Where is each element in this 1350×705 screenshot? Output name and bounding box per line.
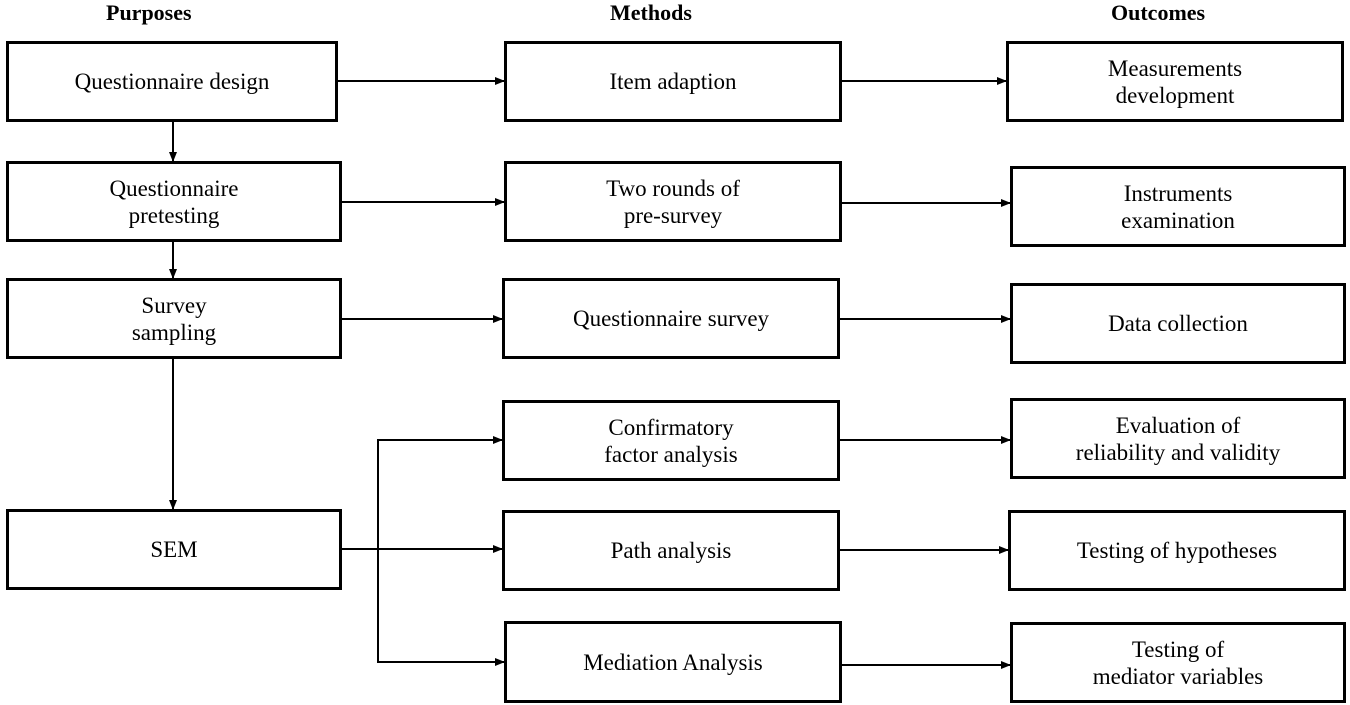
method-path-analysis: Path analysis	[502, 510, 840, 591]
method-confirmatory-factor-analysis-label: Confirmatory factor analysis	[604, 414, 738, 467]
outcome-testing-hypotheses: Testing of hypotheses	[1008, 510, 1346, 591]
outcome-reliability-validity: Evaluation of reliability and validity	[1010, 398, 1346, 479]
header-outcomes: Outcomes	[1111, 0, 1206, 25]
outcome-measurements-development: Measurements development	[1006, 41, 1344, 122]
outcome-data-collection: Data collection	[1010, 283, 1346, 364]
outcome-instruments-examination-label: Instruments examination	[1121, 180, 1235, 233]
outcome-testing-mediator-variables: Testing of mediator variables	[1010, 622, 1346, 703]
method-item-adaption: Item adaption	[504, 41, 842, 122]
outcome-data-collection-label: Data collection	[1108, 311, 1248, 336]
arrow-sem-to-cfa	[377, 436, 503, 549]
outcome-reliability-validity-label: Evaluation of reliability and validity	[1075, 412, 1281, 465]
outcome-instruments-examination: Instruments examination	[1010, 166, 1346, 247]
purpose-survey-sampling: Survey sampling	[6, 278, 342, 359]
method-questionnaire-survey: Questionnaire survey	[502, 278, 840, 359]
method-item-adaption-label: Item adaption	[609, 69, 737, 94]
method-confirmatory-factor-analysis: Confirmatory factor analysis	[502, 400, 840, 481]
outcome-testing-hypotheses-label: Testing of hypotheses	[1076, 538, 1278, 563]
method-pre-survey: Two rounds of pre-survey	[504, 161, 842, 242]
outcome-testing-mediator-variables-label: Testing of mediator variables	[1092, 636, 1264, 689]
purpose-questionnaire-pretesting-label: Questionnaire pretesting	[109, 175, 239, 228]
method-pre-survey-label: Two rounds of pre-survey	[606, 175, 740, 228]
purpose-questionnaire-design: Questionnaire design	[6, 41, 338, 122]
purpose-questionnaire-pretesting: Questionnaire pretesting	[6, 161, 342, 242]
method-mediation-analysis: Mediation Analysis	[504, 621, 842, 703]
purpose-questionnaire-design-label: Questionnaire design	[74, 69, 270, 94]
method-mediation-analysis-label: Mediation Analysis	[583, 649, 763, 675]
purpose-survey-sampling-label: Survey sampling	[131, 292, 217, 345]
header-purposes: Purposes	[106, 0, 192, 25]
purpose-sem-label: SEM	[150, 537, 198, 562]
arrow-sem-to-mediation	[377, 549, 505, 666]
method-path-analysis-label: Path analysis	[610, 538, 732, 563]
purpose-sem: SEM	[6, 509, 342, 590]
method-questionnaire-survey-label: Questionnaire survey	[572, 306, 770, 331]
header-methods: Methods	[610, 0, 692, 25]
outcome-measurements-development-label: Measurements development	[1107, 55, 1243, 108]
